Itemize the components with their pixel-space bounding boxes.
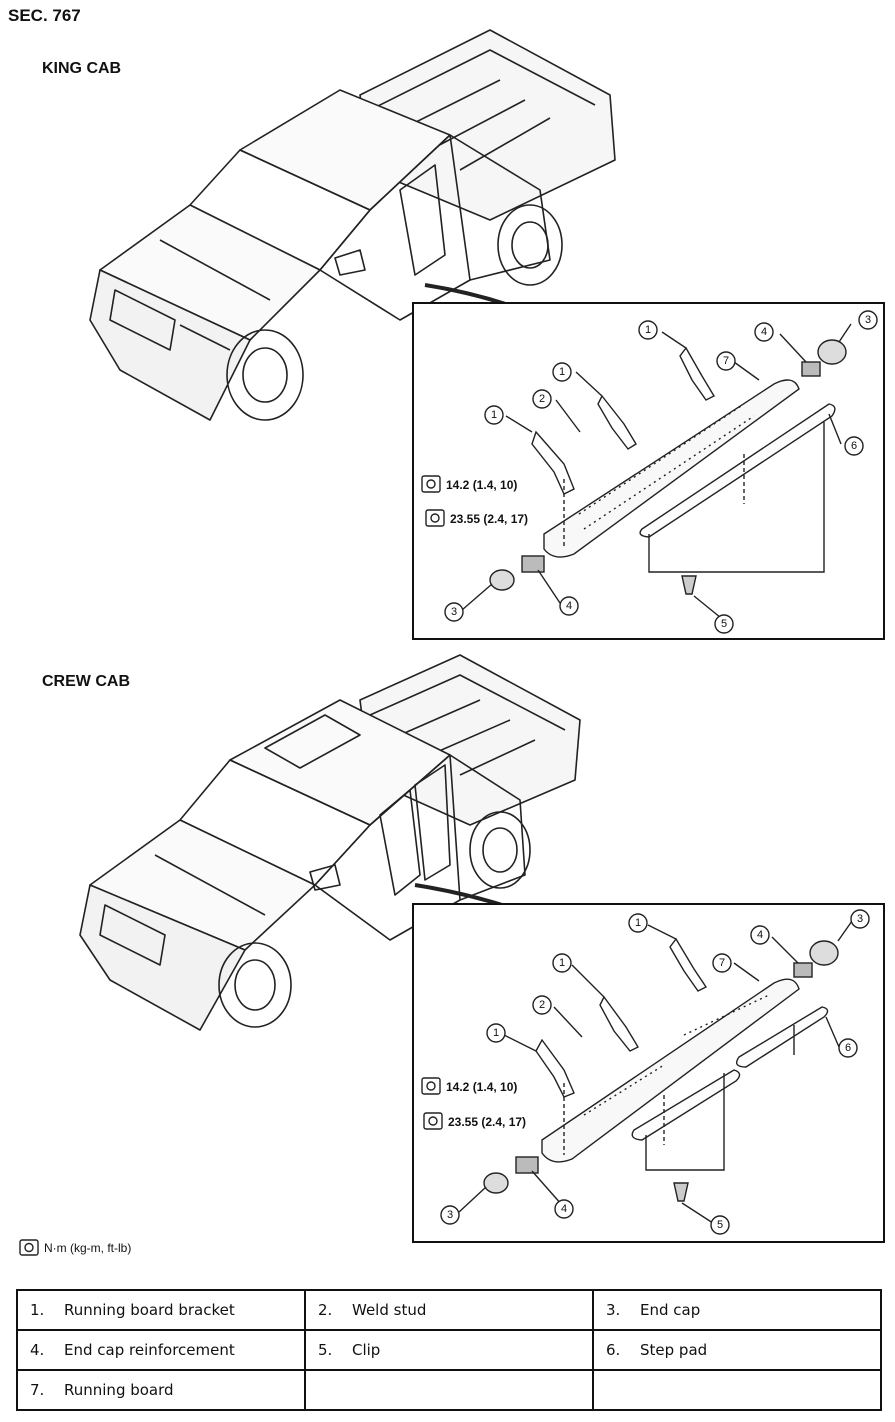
end-cap-reinforcement-front — [521, 555, 545, 573]
parts-table: 1. Running board bracket 2. Weld stud 3. En… — [16, 1289, 882, 1411]
crew-cab-label: CREW CAB — [42, 673, 130, 690]
callout-weld-stud: 2 — [539, 393, 545, 405]
running-board — [543, 379, 800, 558]
part-name: Clip — [352, 1341, 381, 1359]
end-cap-reinforcement-rear — [801, 361, 821, 377]
end-cap-rear — [817, 339, 847, 365]
torque-wrench-icon — [19, 1239, 39, 1256]
clip — [681, 575, 697, 595]
part-number: 4. — [30, 1341, 45, 1359]
torque-spec-23: 23.55 (2.4, 17) — [448, 1115, 526, 1129]
table-cell-empty — [304, 1369, 594, 1411]
end-cap-reinforcement-rear — [793, 962, 813, 978]
bracket-right — [679, 346, 715, 401]
clip — [673, 1182, 689, 1202]
part-name: Step pad — [640, 1341, 708, 1359]
callout-running-board: 7 — [719, 957, 725, 969]
part-number: 5. — [318, 1341, 333, 1359]
table-row: 7. Running board — [16, 1369, 882, 1411]
callout-end-cap-reinforcement: 4 — [561, 1203, 567, 1215]
part-number: 6. — [606, 1341, 621, 1359]
table-cell: 5. Clip — [304, 1329, 594, 1371]
end-cap-front — [483, 1172, 509, 1194]
callout-bracket: 1 — [491, 409, 497, 421]
part-number: 1. — [30, 1301, 45, 1319]
end-cap-reinforcement-front — [515, 1156, 539, 1174]
torque-spec-23: 23.55 (2.4, 17) — [450, 512, 528, 526]
part-number: 2. — [318, 1301, 333, 1319]
torque-spec-14: 14.2 (1.4, 10) — [446, 478, 517, 492]
part-name: Weld stud — [352, 1301, 427, 1319]
table-cell: 4. End cap reinforcement — [16, 1329, 306, 1371]
king-cab-truck-illustration — [89, 29, 616, 421]
king-cab-label: KING CAB — [42, 60, 122, 77]
part-number: 7. — [30, 1381, 45, 1399]
part-name: End cap reinforcement — [64, 1341, 235, 1359]
callout-end-cap-reinforcement: 4 — [566, 600, 572, 612]
table-cell: 2. Weld stud — [304, 1289, 594, 1331]
callout-step-pad: 6 — [851, 440, 857, 452]
crew-cab-truck-illustration — [79, 654, 591, 1031]
callout-end-cap: 3 — [447, 1209, 453, 1221]
end-cap-front — [489, 569, 515, 591]
callout-weld-stud: 2 — [539, 999, 545, 1011]
part-name: Running board bracket — [64, 1301, 235, 1319]
part-name: End cap — [640, 1301, 701, 1319]
king-cab-exploded-view-panel: 1 1 1 2 3 3 4 4 5 6 7 14.2 (1.4, 10) 23.… — [412, 302, 885, 640]
part-number: 3. — [606, 1301, 621, 1319]
table-cell: 3. End cap — [592, 1289, 882, 1331]
bracket-left — [531, 430, 575, 495]
torque-unit-legend: N·m (kg-m, ft-lb) — [44, 1241, 132, 1255]
callout-bracket: 1 — [635, 917, 641, 929]
step-pad — [736, 1006, 829, 1068]
bracket-mid — [599, 995, 639, 1052]
torque-spec-14: 14.2 (1.4, 10) — [446, 1080, 517, 1094]
callout-end-cap: 3 — [451, 606, 457, 618]
torque-wrench-icon — [421, 1077, 441, 1095]
end-cap-rear — [809, 940, 839, 966]
torque-wrench-icon — [425, 509, 445, 527]
bracket-left — [535, 1038, 575, 1098]
callout-clip: 5 — [721, 618, 727, 630]
running-board — [541, 978, 800, 1163]
callout-end-cap: 3 — [865, 314, 871, 326]
table-cell: 6. Step pad — [592, 1329, 882, 1371]
torque-wrench-icon — [423, 1112, 443, 1130]
callout-end-cap-reinforcement: 4 — [761, 326, 767, 338]
table-row: 4. End cap reinforcement 5. Clip 6. Step pa… — [16, 1329, 882, 1371]
callout-bracket: 1 — [645, 324, 651, 336]
table-cell-empty — [592, 1369, 882, 1411]
crew-cab-exploded-view-panel: 1 1 1 2 3 3 4 4 5 6 7 14.2 (1.4, 10) 23.… — [412, 903, 885, 1243]
callout-bracket: 1 — [559, 957, 565, 969]
torque-wrench-icon — [421, 475, 441, 493]
callout-clip: 5 — [717, 1219, 723, 1231]
callout-bracket: 1 — [559, 366, 565, 378]
part-name: Running board — [64, 1381, 174, 1399]
table-row: 1. Running board bracket 2. Weld stud 3. En… — [16, 1289, 882, 1331]
step-pad — [639, 403, 836, 538]
section-code: SEC. 767 — [8, 6, 81, 25]
bracket-right — [669, 937, 708, 992]
callout-end-cap-reinforcement: 4 — [757, 929, 763, 941]
callout-running-board: 7 — [723, 355, 729, 367]
bracket-mid — [597, 394, 637, 450]
callout-bracket: 1 — [493, 1027, 499, 1039]
callout-end-cap: 3 — [857, 913, 863, 925]
table-cell: 1. Running board bracket — [16, 1289, 306, 1331]
step-pad — [631, 1069, 741, 1141]
table-cell: 7. Running board — [16, 1369, 306, 1411]
callout-step-pad: 6 — [845, 1042, 851, 1054]
